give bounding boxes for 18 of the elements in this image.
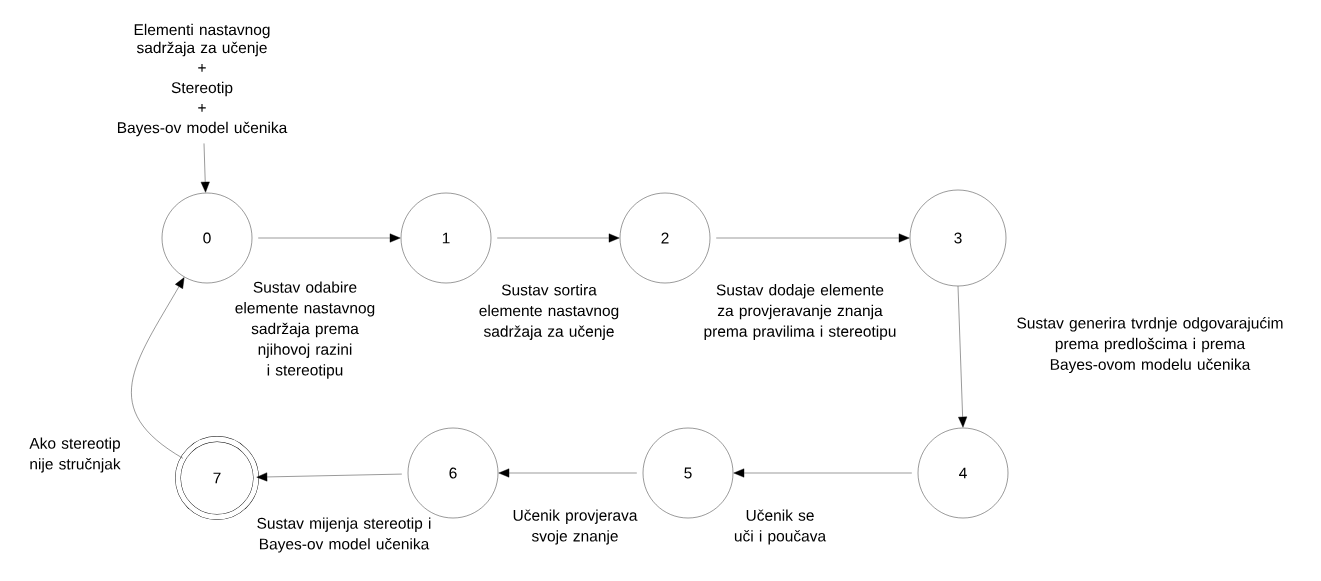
edge-label: Ako stereotip nije stručnjak [29, 437, 121, 473]
edge-label: Sustav sortira elemente nastavnog sadržaja za učenje [479, 284, 619, 340]
edge-label: Sustav mijenja stereotip i Bayes-ov model učenika [257, 517, 431, 553]
arrow [497, 233, 620, 243]
arrow [200, 143, 210, 193]
arrow [716, 233, 910, 243]
arrow [256, 472, 402, 482]
arrow [258, 233, 401, 243]
edge-label: Sustav odabire elemente nastavnog sadržaja prema njihovoj razini i stereotipu [235, 281, 375, 379]
input-text: Elementi nastavnog sadržaja za učenje + Stereotip + Bayes-ov model učenika [118, 23, 288, 137]
edge-label: Sustav generira tvrdnje odgovarajućim prema predlošcima i prema Bayes-ovom modelu učenika [1017, 317, 1283, 373]
arrow [131, 277, 185, 459]
edge-label: Učenik provjerava svoje znanje [513, 509, 638, 545]
edge-label: Sustav dodaje elemente za provjeravanje znanja prema pravilima i stereotipu [704, 284, 896, 340]
arrow [957, 286, 968, 428]
arrow [498, 468, 637, 478]
edge-label: Učenik se uči i poučava [734, 509, 827, 545]
arrow [733, 468, 912, 478]
